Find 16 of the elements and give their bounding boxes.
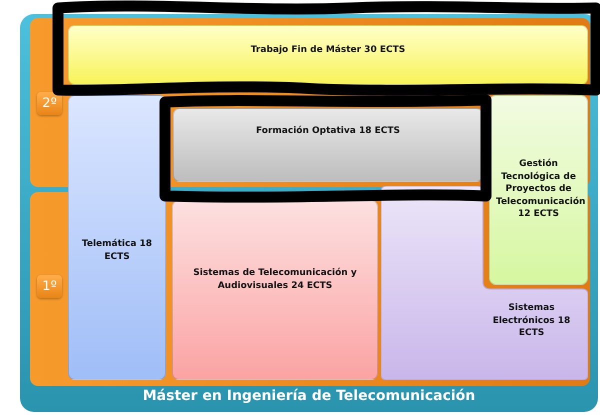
- module-box: [489, 95, 588, 285]
- module-box: [172, 200, 378, 380]
- module-label: Trabajo Fin de Máster 30 ECTS: [250, 44, 406, 57]
- programme-title: Máster en Ingeniería de Telecomunicación: [142, 388, 476, 404]
- module-label: Sistemas Electrónicos 18 ECTS: [492, 302, 572, 340]
- module-box: [68, 25, 588, 85]
- module-box: [173, 108, 483, 182]
- year-badge: 2º: [37, 92, 62, 115]
- module-label: Telemática 18 ECTS: [80, 238, 154, 264]
- programme-panel: [20, 14, 598, 412]
- module-box: [381, 186, 588, 380]
- module-label: Gestión Tecnológica de Proyectos de Telecomunicación 12 ECTS: [495, 158, 586, 221]
- module-label: Sistemas de Telecomunicación y Audiovisuales 24 ECTS: [192, 267, 358, 292]
- year-badge: 1º: [37, 275, 62, 298]
- module-label: Formación Optativa 18 ECTS: [255, 125, 401, 138]
- module-box: [68, 95, 166, 380]
